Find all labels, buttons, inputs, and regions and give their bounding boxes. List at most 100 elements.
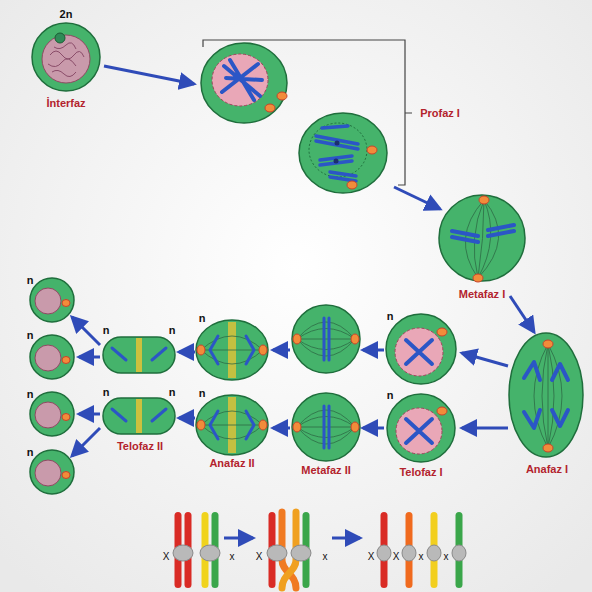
prophase-cell — [201, 43, 287, 123]
cell-membrane — [30, 392, 74, 436]
stage-label: Anafaz II — [209, 457, 254, 469]
nucleus — [35, 460, 61, 486]
chromosome — [406, 340, 432, 364]
centromere — [377, 545, 391, 561]
anaphase-two-cell — [196, 395, 268, 455]
interphase-cell — [32, 23, 100, 91]
centrosome — [293, 334, 301, 344]
allele-label: X — [256, 551, 263, 562]
cell-membrane — [32, 23, 100, 91]
cell-membrane — [30, 335, 74, 379]
stage-label: İnterfaz — [46, 97, 85, 109]
cell-membrane — [196, 395, 268, 455]
spindle — [534, 344, 562, 448]
centromere — [427, 545, 441, 561]
chromosomes — [222, 60, 262, 100]
cell-membrane — [30, 278, 74, 322]
centromere — [267, 545, 287, 561]
spindle — [297, 410, 355, 444]
arrow — [72, 428, 100, 456]
centrosome — [62, 472, 70, 479]
centrosome — [277, 92, 287, 100]
centrosome — [351, 422, 359, 432]
nucleus — [395, 328, 443, 376]
nucleus — [35, 345, 61, 371]
arrow — [363, 349, 384, 352]
arrow — [179, 351, 195, 354]
ploidy-label: n — [103, 324, 110, 336]
cell-membrane — [509, 333, 583, 457]
cell-membrane — [386, 314, 456, 384]
centromere — [335, 141, 340, 146]
tetrads — [452, 225, 514, 242]
arrow — [462, 353, 508, 366]
anaphase-two-cell — [196, 320, 268, 380]
nucleus — [35, 288, 61, 314]
prophase-cell — [299, 113, 387, 193]
ploidy-label: n — [387, 310, 394, 322]
centrosome — [62, 357, 70, 364]
chromatin — [48, 43, 84, 77]
telophase-two-cell — [103, 398, 175, 434]
centrosome — [543, 444, 553, 452]
centromere — [334, 159, 339, 164]
centromere — [200, 545, 220, 561]
ploidy-label: n — [169, 324, 176, 336]
ploidy-label: n — [103, 386, 110, 398]
centrosome — [437, 407, 447, 415]
nucleus — [42, 35, 90, 83]
chromosomes — [524, 410, 568, 428]
chromatids — [210, 336, 254, 364]
spindle — [201, 411, 263, 439]
cell-membrane — [201, 43, 287, 123]
stage-label: Telofaz II — [117, 440, 163, 452]
chromosomes — [324, 318, 329, 360]
nucleolus — [55, 33, 65, 43]
anaphase-one-cell — [509, 333, 583, 457]
telophase-two-cell — [103, 337, 175, 373]
telophase-one-cell — [387, 394, 455, 462]
arrow — [273, 427, 290, 430]
metaphase-two-cell — [292, 393, 360, 461]
arrow — [273, 349, 290, 352]
arrow — [79, 413, 100, 416]
cell-plate — [136, 338, 142, 372]
crossing-over — [173, 512, 466, 588]
arrow — [79, 356, 100, 359]
stage-label: Metafaz I — [459, 288, 505, 300]
arrow — [179, 417, 195, 420]
centrosome — [62, 414, 70, 421]
ploidy-label: 2n — [60, 8, 73, 20]
allele-label: x — [444, 551, 449, 562]
chromatids — [210, 411, 254, 439]
allele-label: x — [419, 551, 424, 562]
spindle — [297, 322, 355, 356]
cell-membrane — [196, 320, 268, 380]
centrosome — [351, 334, 359, 344]
stage-label: Metafaz II — [301, 464, 351, 476]
centrosome — [347, 181, 357, 189]
homologous-chromosomes — [316, 126, 358, 181]
ploidy-label: n — [387, 389, 394, 401]
centromere — [291, 545, 311, 561]
centrosome — [437, 328, 447, 336]
cell-membrane — [292, 305, 360, 373]
ploidy-label: n — [27, 329, 34, 341]
allele-label: x — [230, 551, 235, 562]
centrosome — [259, 420, 267, 430]
arrow — [72, 317, 100, 345]
gamete-cell — [30, 335, 74, 379]
arrow — [510, 296, 534, 332]
centrosome — [62, 300, 70, 307]
cell-plate — [136, 399, 142, 433]
centromere — [452, 545, 466, 561]
centromere — [402, 545, 416, 561]
centromere — [173, 545, 193, 561]
ploidy-label: n — [27, 446, 34, 458]
allele-label: x — [323, 551, 328, 562]
nucleus — [396, 408, 442, 454]
centrosome — [265, 104, 275, 112]
allele-label: X — [163, 551, 170, 562]
